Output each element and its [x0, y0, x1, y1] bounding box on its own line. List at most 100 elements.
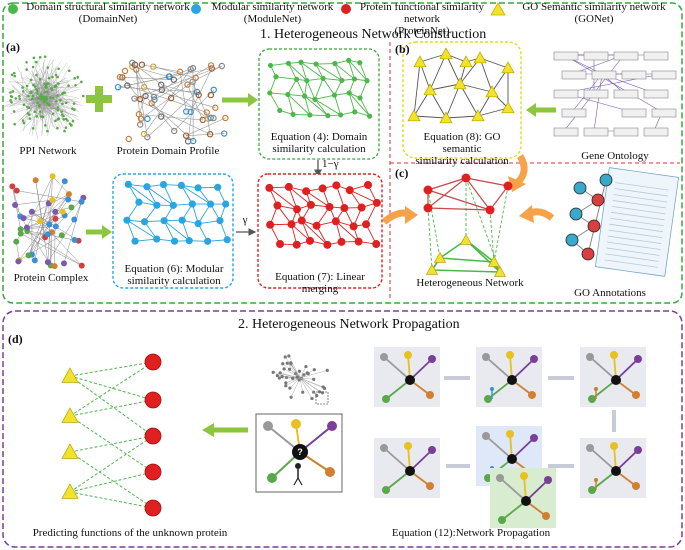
- eq4-line1: Equation (4): Domain: [270, 131, 368, 143]
- panel-node: [506, 351, 514, 359]
- module-node: [222, 200, 230, 208]
- annotation-line: [613, 194, 668, 203]
- panel-center: [611, 375, 621, 385]
- domain-edge: [314, 99, 329, 116]
- annotation-line: [612, 200, 667, 209]
- domain-edge: [315, 63, 335, 65]
- pdp-edge: [187, 84, 204, 121]
- ppi-node: [54, 119, 57, 123]
- pdp-ring: [131, 61, 139, 68]
- panel-node: [506, 430, 514, 438]
- hetero-link: [427, 189, 441, 259]
- go-annotations-graphic: [565, 167, 680, 277]
- protein-node: [323, 240, 332, 249]
- proteinnet-graph: [265, 180, 381, 249]
- protein-edge: [291, 223, 311, 242]
- ppi-node: [74, 83, 77, 87]
- panel-node: [380, 353, 388, 361]
- eq12-label: Equation (12):Network Propagation: [391, 527, 551, 539]
- annotation-line: [609, 223, 663, 233]
- gonet-edge: [477, 107, 509, 117]
- domain-node: [298, 59, 304, 65]
- ppi-node: [10, 95, 14, 99]
- domain-edge: [304, 95, 329, 116]
- complex-node: [52, 208, 59, 215]
- panel-edge: [409, 449, 433, 472]
- hetero-link: [493, 185, 509, 263]
- ppi-node: [73, 76, 77, 80]
- go-term-box: [561, 108, 587, 118]
- go-term-box: [621, 108, 647, 118]
- pdp-ring: [182, 132, 190, 139]
- domain-edge: [288, 62, 308, 81]
- ppi-network-graphic: [3, 55, 85, 140]
- hetero-protein-node: [485, 205, 495, 215]
- panel-edge: [485, 435, 513, 460]
- ppi-node: [45, 98, 48, 101]
- prediction-link: [69, 375, 154, 401]
- pdp-ring: [195, 91, 202, 99]
- pdp-ring: [206, 131, 214, 138]
- panel-node: [380, 444, 388, 452]
- complex-node: [52, 223, 59, 230]
- ppi-node: [59, 98, 62, 102]
- mini-node: [285, 361, 289, 365]
- hetero-protein-node: [423, 203, 433, 213]
- pdp-ring: [114, 83, 122, 91]
- panel-node: [632, 482, 640, 490]
- ppi-edge: [26, 103, 28, 105]
- domain-edge: [348, 60, 368, 82]
- ppi-node: [14, 97, 18, 100]
- hetero-link: [427, 207, 433, 271]
- legend-go-line2: (GONet): [574, 13, 614, 25]
- ppi-node: [61, 102, 64, 105]
- hetero-link: [465, 177, 501, 273]
- panel-node: [404, 442, 412, 450]
- protein-node: [293, 205, 302, 214]
- go-term-box: [583, 51, 609, 61]
- pdp-ring: [189, 137, 197, 145]
- ppi-node: [50, 87, 53, 90]
- domain-edge: [359, 97, 371, 117]
- section1-border: [2, 2, 683, 304]
- section2-title: 2. Heterogeneous Network Propagation: [238, 317, 460, 332]
- domain-node: [338, 112, 344, 118]
- domain-edge: [304, 80, 308, 97]
- pdp-ring: [222, 114, 229, 122]
- protein-node: [318, 184, 327, 193]
- protein-complex-label: Protein Complex: [13, 272, 89, 284]
- ppi-node: [12, 110, 16, 113]
- mini-zoom-box: [315, 391, 329, 405]
- ppi-edge: [47, 116, 52, 137]
- pdp-ring: [170, 127, 178, 135]
- ppi-node: [27, 106, 31, 110]
- protein-node: [287, 220, 296, 229]
- ppi-edge: [61, 94, 80, 99]
- panel-node: [634, 446, 642, 454]
- domain-node: [346, 57, 352, 63]
- ppi-node: [36, 89, 39, 93]
- ppi-node: [46, 66, 50, 69]
- mini-node: [297, 369, 302, 373]
- complex-edge: [20, 233, 48, 235]
- gamma-label: γ: [242, 214, 248, 226]
- pdp-ring: [167, 94, 175, 102]
- gonet-edge: [459, 83, 479, 117]
- one-minus-gamma-label: 1−γ: [322, 158, 339, 170]
- gonet-edge: [459, 83, 493, 93]
- pdp-ring: [119, 74, 126, 81]
- domain-node: [352, 109, 358, 115]
- pdp-edge: [132, 62, 209, 119]
- unknown-mark: ?: [297, 447, 303, 457]
- annotation-line: [611, 205, 666, 215]
- mini-edge: [299, 370, 328, 379]
- ppi-edge: [14, 95, 57, 102]
- annotation-line: [607, 235, 662, 244]
- ppi-node: [53, 85, 57, 88]
- ppi-edge: [30, 102, 37, 106]
- ppi-node: [47, 76, 51, 80]
- complex-edge: [18, 194, 70, 262]
- panel-edge: [589, 447, 617, 472]
- ppi-edge: [47, 71, 57, 99]
- pdp-ring: [124, 82, 131, 89]
